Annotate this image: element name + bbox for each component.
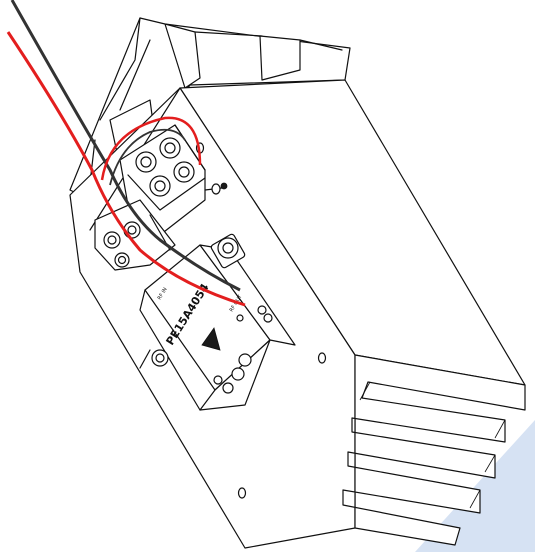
wires (6, 0, 246, 307)
black-wire (10, 0, 241, 292)
red-loop-wire (100, 116, 202, 181)
black-loop-wire (109, 128, 186, 186)
amplifier-module: PE15A4054 RF IN RF OUT (139, 233, 296, 411)
red-wire (6, 31, 246, 307)
corner-watermark (415, 420, 535, 552)
